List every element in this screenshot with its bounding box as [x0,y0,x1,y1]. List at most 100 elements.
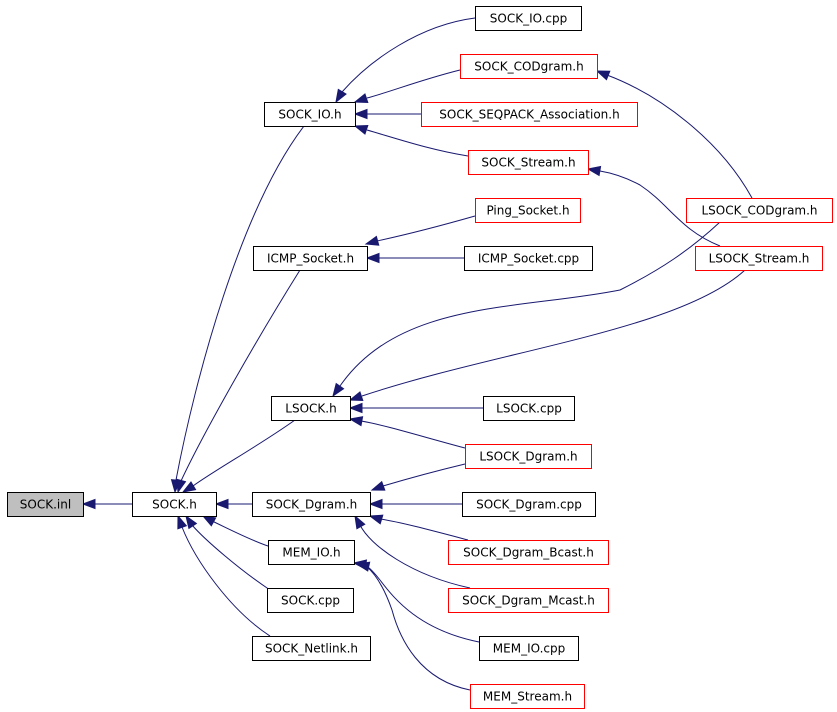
arrowhead-icon [353,108,368,120]
node-box [253,246,368,271]
arrowhead-icon [81,498,96,510]
node-box [479,636,579,661]
node-sock-dgram-cpp[interactable]: SOCK_Dgram.cpp [462,492,596,517]
edge-lsock_cpp-to-lsock_h [348,402,483,414]
node-label: LSOCK.cpp [496,402,562,416]
node-icmp-socket-cpp[interactable]: ICMP_Socket.cpp [464,246,593,271]
edge-line [361,269,746,397]
edge-line [376,215,476,242]
node-lsock-dgram-h[interactable]: LSOCK_Dgram.h [465,444,592,469]
node-label: SOCK_Dgram.h [266,498,358,512]
node-lsock-stream-h[interactable]: LSOCK_Stream.h [695,246,823,271]
node-mem-io-cpp[interactable]: MEM_IO.cpp [479,636,579,661]
node-label: LSOCK_Dgram.h [479,450,577,464]
arrowhead-icon [335,88,347,104]
edge-sock_netlink_h-to-sock_h [177,514,271,637]
node-sock-io-h[interactable]: SOCK_IO.h [264,102,356,127]
edge-lsock_codgram_h-to-lsock_h [332,221,721,398]
node-box [465,444,592,469]
node-ping-socket-h[interactable]: Ping_Socket.h [475,198,581,223]
edge-sock_seqpack_h-to-sock_io_h [353,108,421,120]
edge-sock_dgram_bcast_h-to-sock_dgram_h [368,514,469,541]
node-sock-inl: SOCK.inl [7,492,84,517]
edge-line [211,520,269,547]
arrowhead-icon [353,93,369,104]
arrowhead-icon [595,70,611,81]
node-label: SOCK_Stream.h [481,156,575,170]
node-label: MEM_IO.cpp [493,642,565,656]
arrowhead-icon [586,165,602,177]
edge-line [180,269,301,482]
node-sock-dgram-mcast-h[interactable]: SOCK_Dgram_Mcast.h [448,588,609,613]
arrowhead-icon [176,478,187,494]
node-mem-io-h[interactable]: MEM_IO.h [268,540,355,565]
node-sock-netlink-h[interactable]: SOCK_Netlink.h [252,636,371,661]
edge-line [339,221,721,387]
node-sock-io-cpp[interactable]: SOCK_IO.cpp [475,6,582,31]
edge-sock_io_h-to-sock_h [170,125,305,494]
edge-line [366,129,469,157]
node-sock-seqpack-h[interactable]: SOCK_SEQPACK_Association.h [421,102,638,127]
edge-lsock_codgram_h-to-sock_codgram_h [595,70,753,199]
node-lsock-cpp[interactable]: LSOCK.cpp [483,396,575,421]
edge-line [365,565,471,691]
arrowhead-icon [214,498,229,510]
node-box [686,198,833,223]
arrowhead-icon [370,480,386,491]
edge-icmp_socket_h-to-sock_h [176,269,301,494]
node-mem-stream-h[interactable]: MEM_Stream.h [470,684,585,709]
edge-sock_stream_h-to-sock_io_h [353,124,469,157]
node-box [475,198,581,223]
edge-lsock_dgram_h-to-lsock_h [348,416,466,449]
node-sock-codgram-h[interactable]: SOCK_CODgram.h [460,54,598,79]
node-box [271,396,351,421]
edge-icmp_socket_cpp-to-icmp_socket_h [365,252,464,264]
node-sock-h[interactable]: SOCK.h [132,492,217,517]
node-lsock-codgram-h[interactable]: LSOCK_CODgram.h [686,198,833,223]
arrowhead-icon [355,561,371,572]
node-sock-cpp[interactable]: SOCK.cpp [267,588,354,613]
edge-line [366,69,461,99]
arrowhead-icon [332,382,345,398]
node-icmp-socket-h[interactable]: ICMP_Socket.h [253,246,368,271]
arrowhead-icon [364,235,380,246]
edge-sock_dgram_mcast_h-to-sock_dgram_h [354,514,471,589]
edge-line [191,524,271,591]
node-box [464,246,593,271]
edge-mem_io_h-to-sock_h [201,515,269,547]
node-label: SOCK_Dgram.cpp [476,498,582,512]
edge-sock_h-to-sock_inl [81,498,132,510]
node-box [268,540,355,565]
node-label: SOCK_CODgram.h [474,60,583,74]
node-label: MEM_Stream.h [483,690,572,704]
node-sock-dgram-bcast-h[interactable]: SOCK_Dgram_Bcast.h [448,540,609,565]
node-label: SOCK_SEQPACK_Association.h [439,108,619,122]
node-label: SOCK_Dgram_Bcast.h [463,546,594,560]
arrowhead-icon [368,514,384,525]
node-label: SOCK.inl [20,498,71,512]
node-box [132,492,217,517]
edge-sock_cpp-to-sock_h [185,514,271,591]
node-label: SOCK.cpp [281,594,340,608]
edge-line [341,17,476,93]
node-label: Ping_Socket.h [486,204,569,218]
node-sock-stream-h[interactable]: SOCK_Stream.h [468,150,589,175]
edge-sock_codgram_h-to-sock_io_h [353,69,461,104]
arrowhead-icon [181,481,197,493]
edge-lsock_stream_h-to-sock_stream_h [586,165,721,247]
node-lsock-h[interactable]: LSOCK.h [271,396,351,421]
edge-line [192,419,296,487]
node-box [264,102,356,127]
edge-line [359,524,471,589]
edge-lsock_h-to-sock_h [181,419,296,493]
node-label: SOCK.h [152,498,197,512]
node-sock-dgram-h[interactable]: SOCK_Dgram.h [252,492,371,517]
node-label: ICMP_Socket.cpp [478,252,579,266]
arrowhead-icon [348,416,364,427]
arrowhead-icon [185,514,198,530]
node-box [468,150,589,175]
node-box [252,636,371,661]
node-box [421,102,638,127]
node-label: LSOCK_Stream.h [709,252,810,266]
